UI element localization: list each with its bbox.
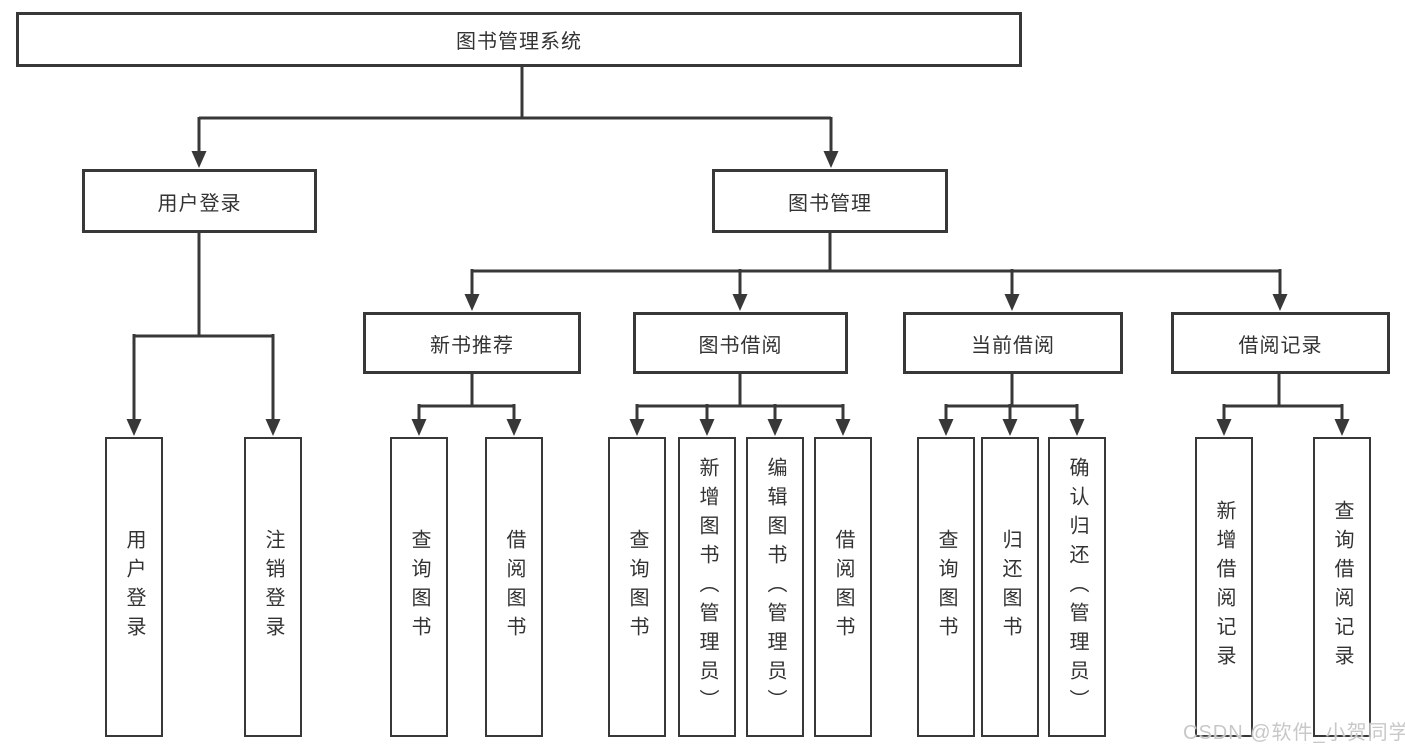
- node-label: 用户登录: [157, 192, 242, 215]
- leaf-confirm-return-admin: 确认归还（管理员）: [1048, 437, 1106, 737]
- node-book-borrowing: 图书借阅: [633, 312, 848, 374]
- leaf-query-borrow-record: 查询借阅记录: [1313, 437, 1371, 737]
- node-current-borrowing: 当前借阅: [903, 312, 1123, 374]
- node-label: 查询图书: [626, 529, 648, 645]
- node-label: 图书管理系统: [456, 31, 582, 53]
- node-label: 借阅图书: [503, 529, 525, 645]
- leaf-add-borrow-record: 新增借阅记录: [1195, 437, 1253, 737]
- node-book-management: 图书管理: [712, 169, 948, 233]
- leaf-borrow-books-recommend: 借阅图书: [485, 437, 543, 737]
- node-label: 新增图书（管理员）: [696, 456, 718, 718]
- leaf-logout: 注销登录: [244, 437, 302, 737]
- leaf-borrow-books-borrowing: 借阅图书: [814, 437, 872, 737]
- node-user-login: 用户登录: [82, 169, 317, 233]
- node-label: 用户登录: [123, 529, 145, 645]
- csdn-watermark: CSDN @软件_小贺同学: [1183, 722, 1405, 744]
- node-label: 借阅图书: [832, 529, 854, 645]
- leaf-edit-book-admin: 编辑图书（管理员）: [746, 437, 804, 737]
- node-borrowing-records: 借阅记录: [1171, 312, 1390, 374]
- node-label: 图书借阅: [698, 334, 783, 357]
- node-label: 新书推荐: [430, 334, 514, 357]
- node-label: 查询图书: [408, 529, 430, 645]
- connector-path: [132, 67, 1344, 420]
- leaf-user-login: 用户登录: [105, 437, 163, 737]
- node-label: 图书管理: [788, 192, 872, 215]
- node-library-management-system: 图书管理系统: [16, 12, 1022, 67]
- node-new-book-recommend: 新书推荐: [363, 312, 581, 374]
- node-label: 归还图书: [999, 529, 1021, 645]
- leaf-add-book-admin: 新增图书（管理员）: [678, 437, 736, 737]
- node-label: 借阅记录: [1238, 334, 1323, 357]
- leaf-query-books-borrowing: 查询图书: [608, 437, 666, 737]
- leaf-return-book: 归还图书: [981, 437, 1039, 737]
- node-label: 注销登录: [262, 529, 284, 645]
- node-label: 查询图书: [935, 529, 957, 645]
- node-label: 当前借阅: [971, 334, 1055, 357]
- node-label: 查询借阅记录: [1331, 500, 1353, 674]
- leaf-query-books-recommend: 查询图书: [390, 437, 448, 737]
- node-label: 新增借阅记录: [1213, 500, 1235, 674]
- node-label: 编辑图书（管理员）: [764, 456, 786, 718]
- node-label: 确认归还（管理员）: [1066, 456, 1088, 718]
- leaf-query-books-current: 查询图书: [917, 437, 975, 737]
